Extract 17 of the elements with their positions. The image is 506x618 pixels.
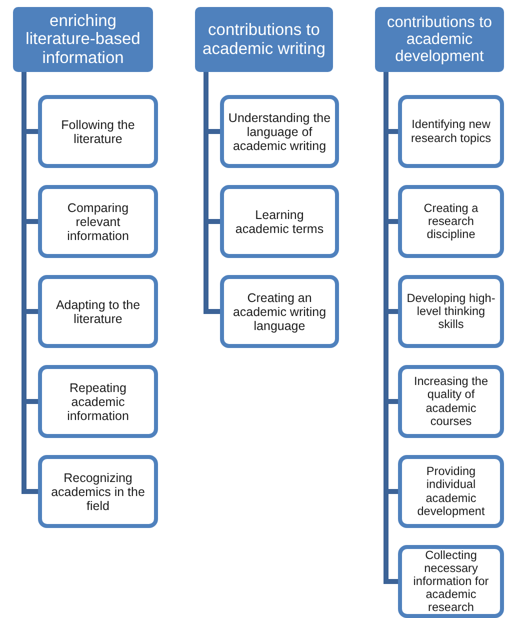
item-box: Understanding the language of academic writing [220,95,339,168]
item-box: Following the literature [38,95,158,168]
category-header: enriching literature-based information [13,7,153,72]
item-box: Recognizing academics in the field [38,455,158,528]
item-box: Creating an academic writing language [220,275,339,348]
item-box: Identifying new research topics [398,95,504,168]
item-box: Adapting to the literature [38,275,158,348]
item-box: Comparing relevant information [38,185,158,258]
item-box: Creating a research discipline [398,185,504,258]
item-box: Collecting necessary information for academic research [398,545,504,618]
item-box: Learning academic terms [220,185,339,258]
category-header: contributions to academic writing [195,7,333,72]
category-header: contributions to academic development [375,7,504,72]
item-box: Increasing the quality of academic courses [398,365,504,438]
item-box: Repeating academic information [38,365,158,438]
item-box: Providing individual academic development [398,455,504,528]
item-box: Developing high-level thinking skills [398,275,504,348]
